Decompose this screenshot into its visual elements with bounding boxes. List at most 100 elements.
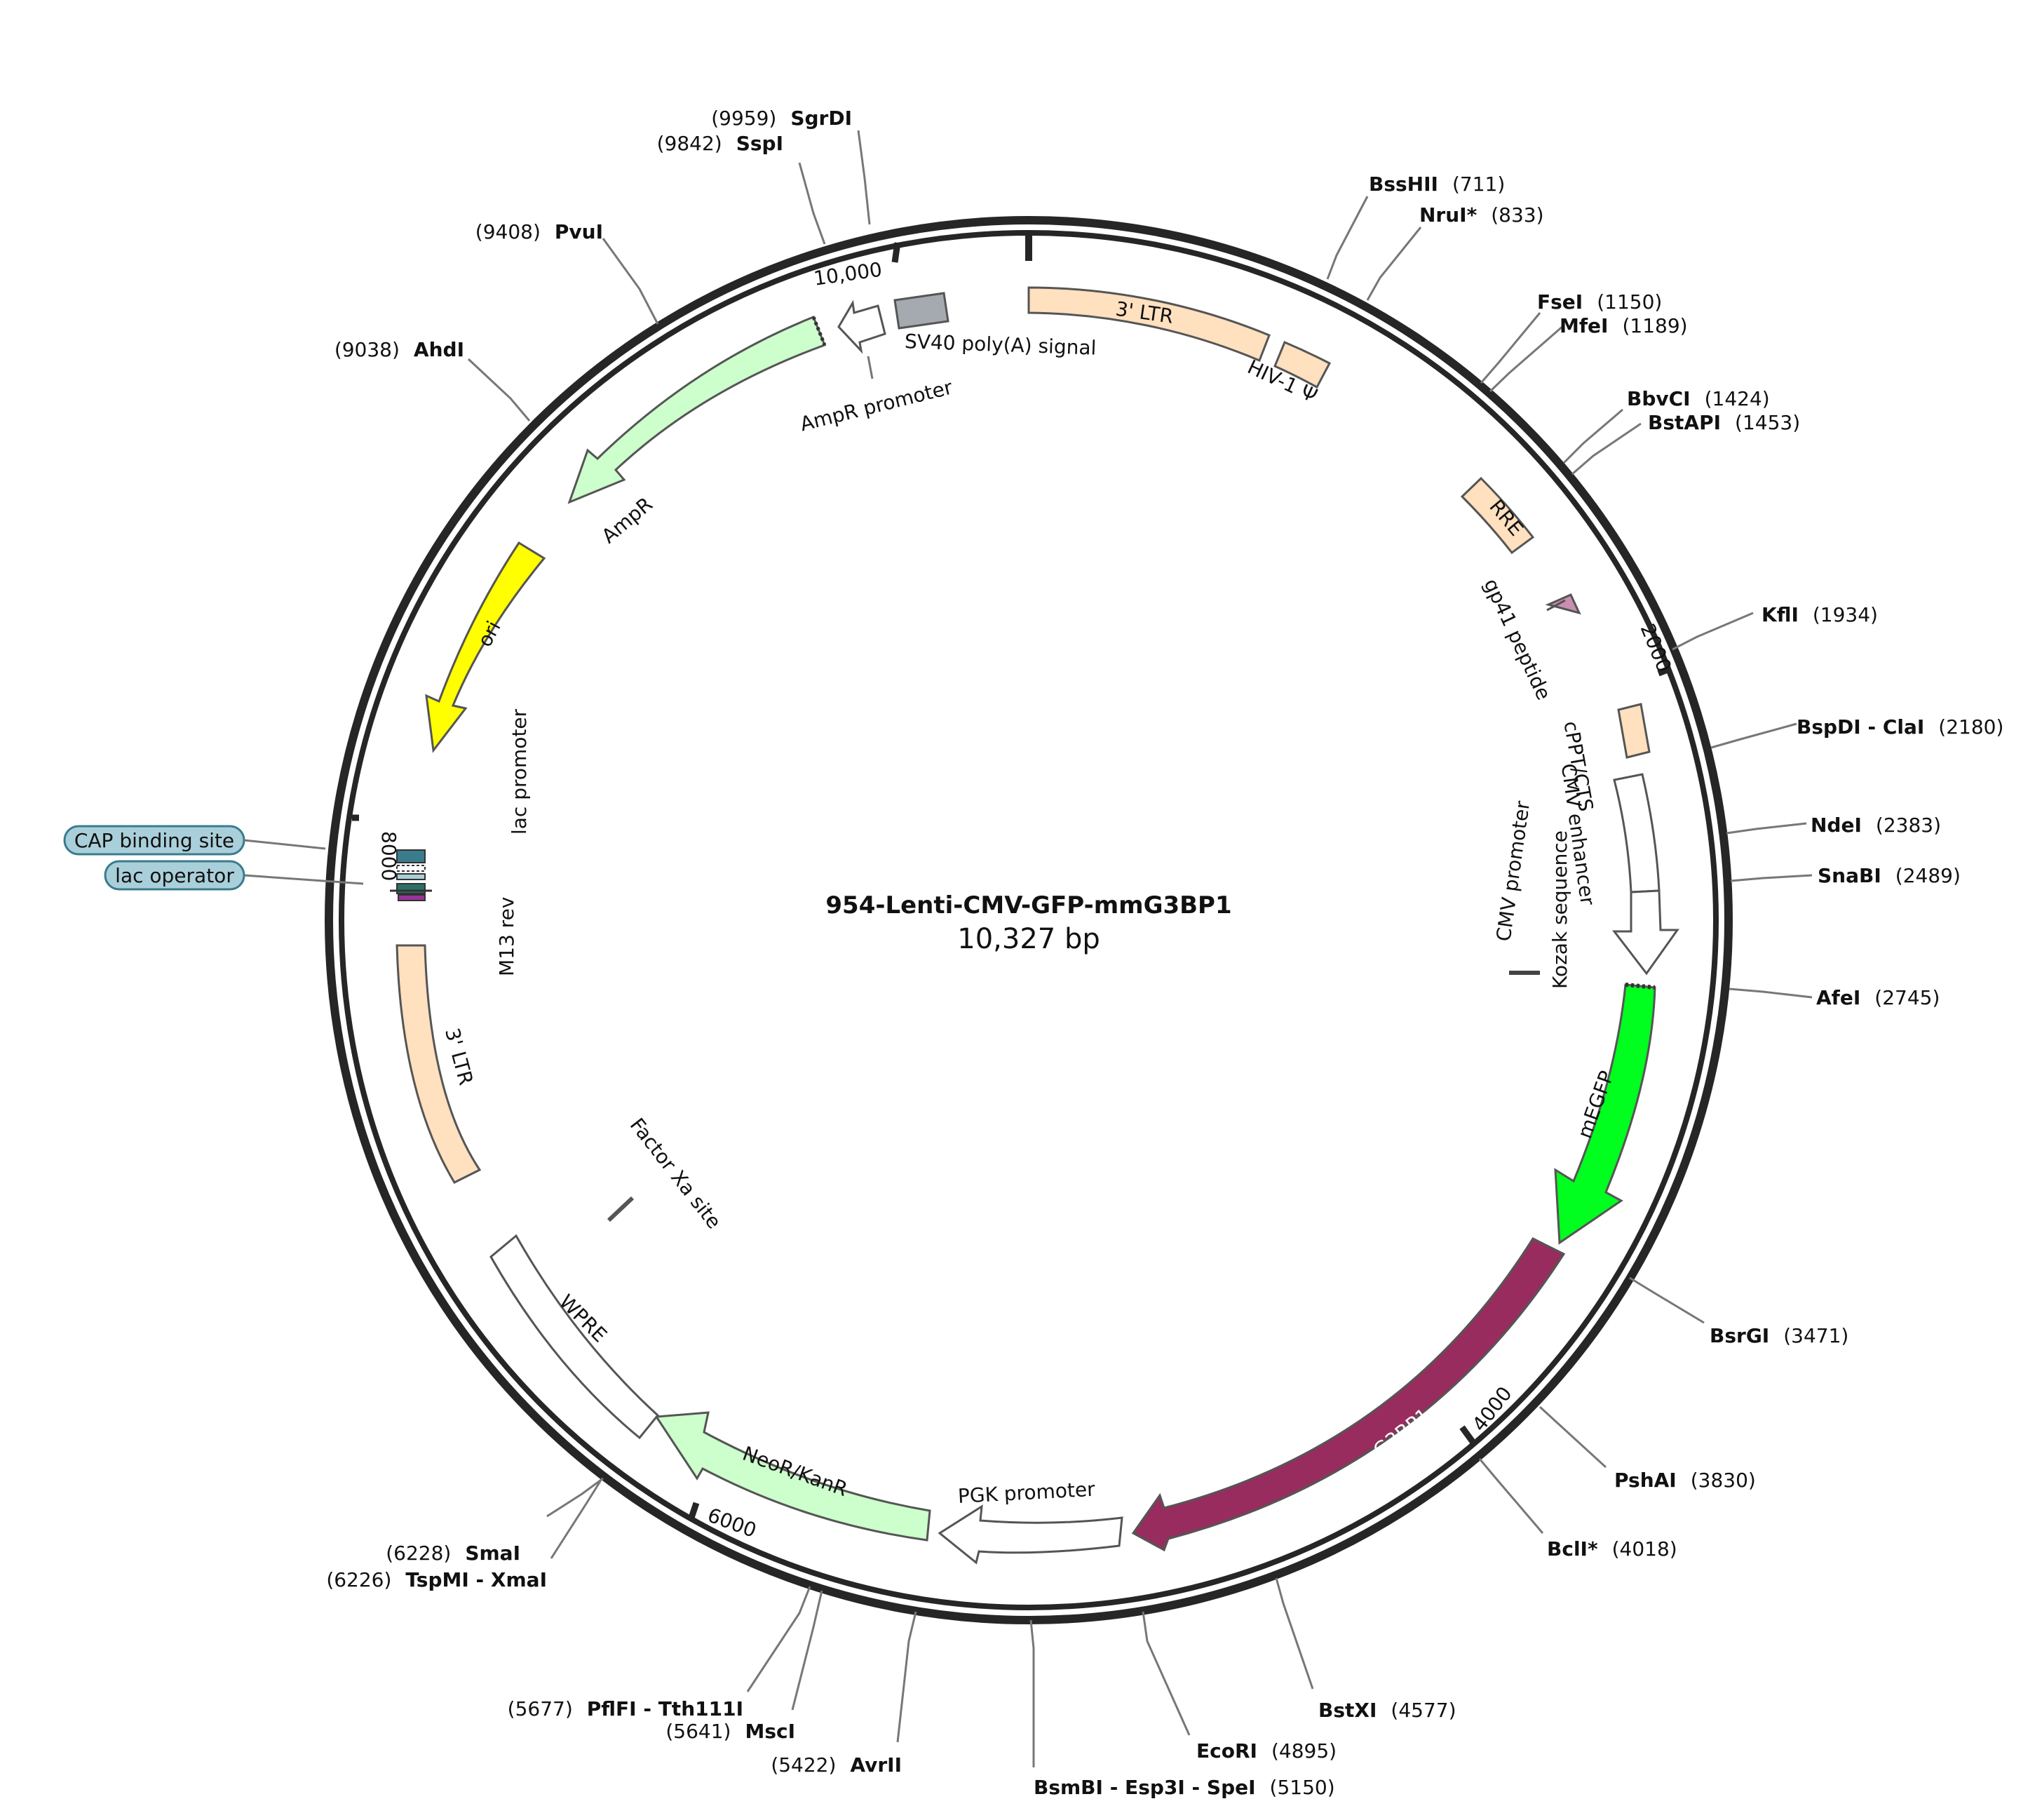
site-pos-snabi: (2489)	[1895, 864, 1961, 887]
feature-gp41[interactable]	[1545, 593, 1581, 615]
site-bcli[interactable]: BclI*(4018)	[1547, 1537, 1677, 1561]
leader-msci	[791, 1590, 823, 1711]
feature-cmv-enh[interactable]	[1613, 773, 1661, 894]
leader-ndei	[1726, 822, 1807, 835]
feature-cmv-prom[interactable]	[1611, 889, 1679, 976]
site-name-avrii: AvrII	[850, 1753, 902, 1777]
site-bsrgi[interactable]: BsrGI (3471)	[1710, 1324, 1848, 1347]
feature-megfp-dots	[1625, 983, 1656, 990]
site-mfei[interactable]: MfeI(1189)	[1560, 314, 1688, 337]
site-snabi[interactable]: SnaBI(2489)	[1818, 864, 1961, 887]
feature-ltr3-left[interactable]	[395, 944, 482, 1184]
site-name-pvui: PvuI	[555, 220, 603, 243]
site-ndei[interactable]: NdeI(2383)	[1811, 814, 1941, 837]
feature-hiv-psi[interactable]	[1273, 341, 1332, 389]
feature-label-sv40: SV40 poly(A) signal	[904, 330, 1096, 360]
site-pos-bsrgi: (3471)	[1783, 1324, 1848, 1347]
site-pvui[interactable]: (9408) PvuI	[475, 220, 603, 243]
leader-ahdi	[467, 358, 531, 422]
tick-10000	[891, 242, 901, 263]
site-sspi[interactable]: (9842) SspI	[657, 132, 783, 155]
feature-megfp[interactable]	[1554, 983, 1656, 1245]
feature-kozak[interactable]	[1509, 971, 1540, 975]
feature-label-factor-xa: Factor Xa site	[626, 1114, 726, 1233]
feature-m13rev[interactable]	[398, 894, 426, 901]
site-pos-bsshii: (711)	[1452, 173, 1505, 196]
site-pos-afei: (2745)	[1874, 986, 1940, 1009]
site-fsei[interactable]: FseI (1150)	[1537, 290, 1662, 314]
site-pos-bcli: (4018)	[1612, 1537, 1677, 1561]
feature-mmg3bp1[interactable]	[1131, 1237, 1566, 1552]
site-name-pflfi: PflFI - Tth111I	[587, 1697, 743, 1720]
feature-ampr[interactable]	[567, 316, 826, 504]
feature-neor[interactable]	[654, 1411, 931, 1542]
site-pos-fsei: (1150)	[1597, 290, 1662, 314]
site-pos-msci: (5641)	[665, 1720, 731, 1743]
site-pflfi[interactable]: (5677)PflFI - Tth111I	[508, 1697, 743, 1720]
feature-lac-prom[interactable]	[396, 849, 426, 863]
feature-pgk[interactable]	[938, 1504, 1123, 1565]
feature-ori[interactable]	[425, 541, 546, 753]
callout-lacop[interactable]	[104, 860, 245, 891]
feature-ampr-prom[interactable]	[837, 299, 886, 354]
feature-label-m13rev: M13 rev	[495, 897, 518, 976]
site-name-kfli: KflI	[1762, 603, 1799, 626]
feature-wpre[interactable]	[489, 1234, 660, 1440]
site-ecori[interactable]: EcoRI(4895)	[1196, 1739, 1337, 1762]
site-bspdi[interactable]: BspDI - ClaI(2180)	[1797, 715, 2003, 739]
site-name-bsrgi: BsrGI	[1710, 1324, 1769, 1347]
site-name-msci: MscI	[745, 1720, 795, 1743]
site-smai[interactable]: (6228)SmaI	[386, 1542, 520, 1565]
feature-teal-mark	[396, 883, 426, 894]
site-sgrdi[interactable]: (9959)SgrDI	[711, 107, 852, 130]
site-avrii[interactable]: (5422) AvrII	[771, 1753, 902, 1777]
site-msci[interactable]: (5641) MscI	[665, 1720, 795, 1743]
site-bsshii[interactable]: BssHII(711)	[1369, 173, 1505, 196]
feature-label-ampr-prom: AmpR promoter	[798, 375, 955, 436]
leader-sspi	[798, 162, 826, 245]
callout-label-lacop: lac operator	[115, 864, 234, 887]
feature-rre[interactable]	[1460, 476, 1535, 555]
site-pos-bsmbi: (5150)	[1270, 1776, 1335, 1799]
site-kfli[interactable]: KflI(1934)	[1762, 603, 1878, 626]
site-name-fsei: FseI	[1537, 290, 1583, 314]
site-name-bstxi: BstXI	[1318, 1699, 1377, 1722]
leader-ecori	[1142, 1611, 1191, 1736]
site-bbvci[interactable]: BbvCI(1424)	[1627, 387, 1770, 410]
site-pos-avrii: (5422)	[771, 1753, 836, 1777]
feature-label-gp41: gp41 peptide	[1479, 575, 1555, 703]
site-pos-smai: (6228)	[386, 1542, 451, 1565]
feature-sv40[interactable]	[893, 292, 949, 330]
site-name-sspi: SspI	[736, 132, 783, 155]
site-bstapi[interactable]: BstAPI(1453)	[1648, 411, 1800, 434]
site-bstxi[interactable]: BstXI(4577)	[1318, 1699, 1456, 1722]
plasmid-length: 10,327 bp	[957, 923, 1100, 955]
leader-cap	[243, 839, 326, 850]
callout-cap[interactable]	[63, 825, 245, 856]
site-name-bsmbi: BsmBI - Esp3I - SpeI	[1034, 1776, 1256, 1799]
site-pshai[interactable]: PshAI(3830)	[1614, 1469, 1756, 1492]
site-afei[interactable]: AfeI(2745)	[1816, 986, 1940, 1009]
callout-label-cap: CAP binding site	[74, 829, 234, 852]
feature-lac-operator-mark	[396, 865, 426, 872]
site-pos-pvui: (9408)	[475, 220, 541, 243]
site-pos-ahdi: (9038)	[334, 338, 400, 361]
site-ahdi[interactable]: (9038)AhdI	[334, 338, 464, 361]
tick-label-6000: 6000	[705, 1504, 759, 1542]
feature-label-pgk: PGK promoter	[957, 1478, 1096, 1508]
feature-factor-xa[interactable]	[607, 1196, 635, 1222]
leader-smai	[546, 1477, 604, 1518]
feature-cppt[interactable]	[1617, 703, 1651, 759]
feature-ampr-dots	[811, 316, 827, 346]
site-nrui[interactable]: NruI*(833)	[1419, 203, 1544, 227]
feature-ltr3-top[interactable]	[1027, 286, 1271, 362]
backbone-outer-ring	[325, 216, 1733, 1624]
callouts: CAP binding site lac operator	[63, 825, 364, 891]
leader-fsei	[1480, 312, 1541, 384]
backbone-inner-ring	[339, 230, 1719, 1610]
site-pos-bbvci: (1424)	[1705, 387, 1770, 410]
site-bsmbi[interactable]: BsmBI - Esp3I - SpeI (5150)	[1034, 1776, 1335, 1799]
site-pos-sspi: (9842)	[657, 132, 722, 155]
site-tspmi[interactable]: (6226)TspMI - XmaI	[326, 1568, 547, 1591]
